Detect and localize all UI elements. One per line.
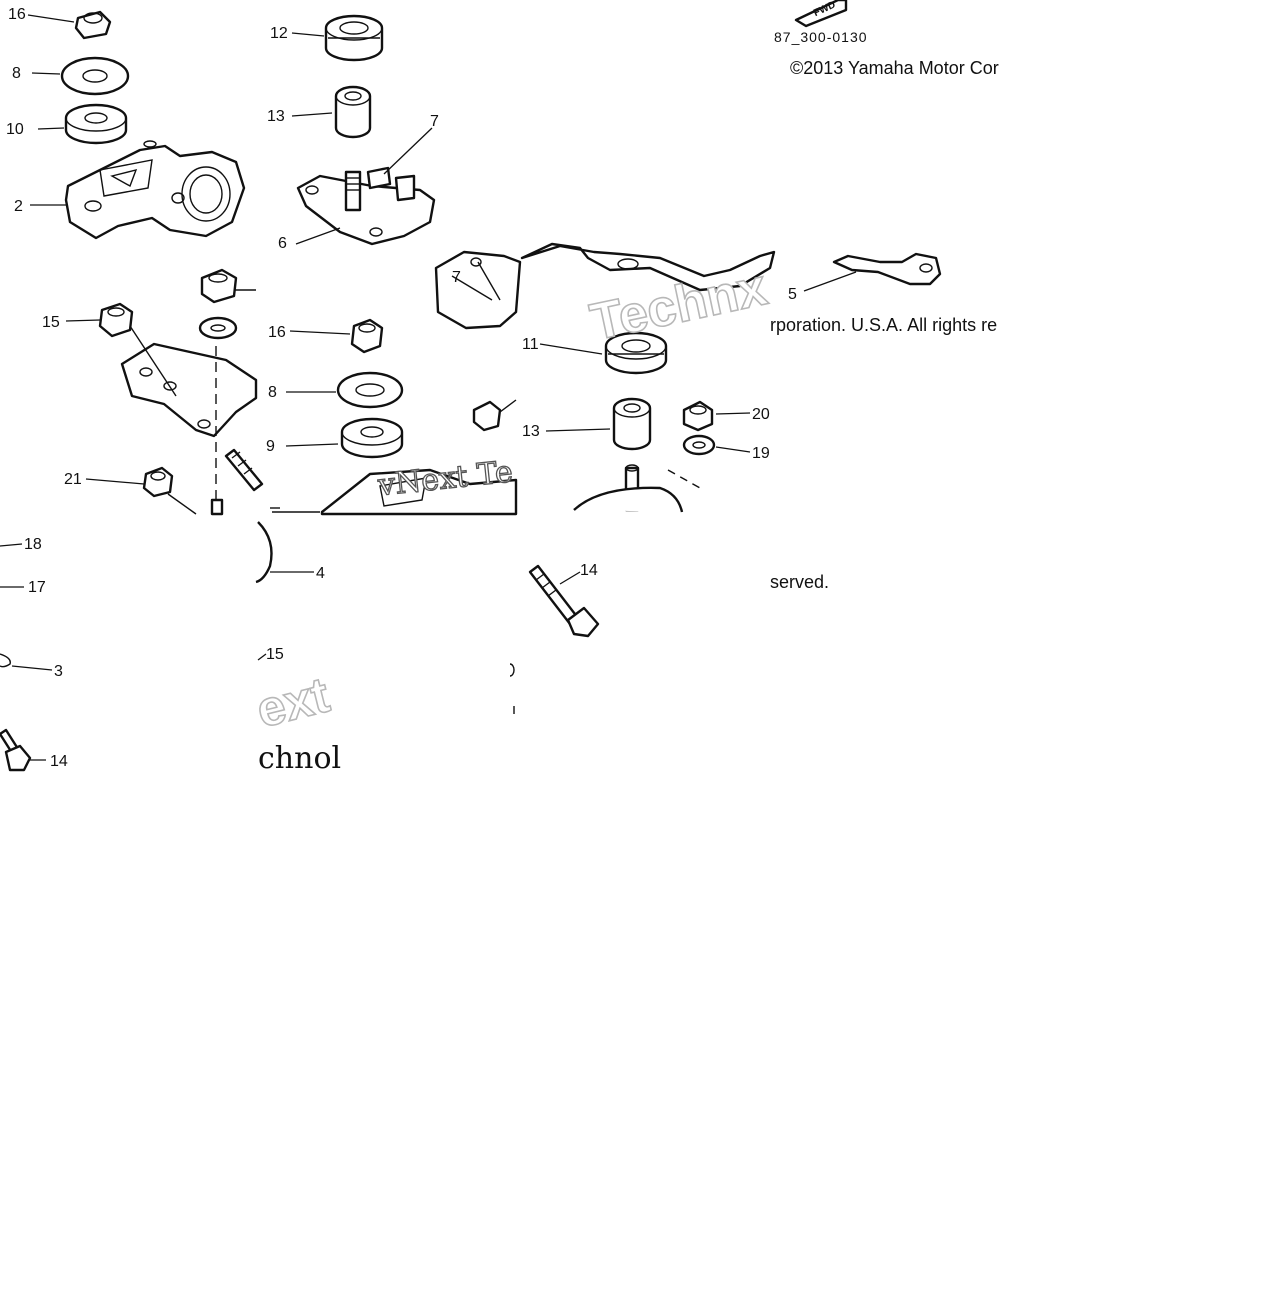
part-washer-8-middle bbox=[336, 371, 404, 409]
part-base-plate-middle bbox=[270, 468, 518, 516]
part-nut-middle-right bbox=[472, 399, 517, 432]
part-grommet-10 bbox=[64, 103, 128, 145]
callout-14-right: 14 bbox=[580, 562, 598, 579]
part-nut-16-top bbox=[74, 10, 112, 40]
copyright-line-1: ©2013 Yamaha Motor Cor bbox=[790, 58, 999, 78]
callout-20: 20 bbox=[752, 406, 770, 423]
part-collar-13-top bbox=[334, 85, 372, 139]
part-nut-stack-left bbox=[198, 268, 256, 340]
callout-9: 9 bbox=[266, 438, 275, 455]
part-nut-21 bbox=[142, 466, 174, 498]
part-collar-13-right bbox=[612, 397, 652, 451]
part-bracket-left bbox=[120, 325, 258, 438]
callout-15-middle: 15 bbox=[266, 646, 284, 663]
callout-3: 3 bbox=[54, 663, 63, 680]
part-nut-15 bbox=[98, 302, 134, 338]
callout-13: 13 bbox=[267, 108, 285, 125]
callout-6: 6 bbox=[278, 235, 287, 252]
part-bracket-2 bbox=[64, 140, 246, 240]
callout-8-middle: 8 bbox=[268, 384, 277, 401]
watermark-ext: ext bbox=[251, 666, 335, 738]
callout-7: 7 bbox=[430, 113, 439, 130]
part-housing-fragment bbox=[434, 250, 522, 330]
part-grommet-9 bbox=[340, 417, 404, 459]
part-nut-20 bbox=[682, 400, 714, 432]
part-grommet-11 bbox=[604, 331, 668, 375]
callout-8: 8 bbox=[12, 65, 21, 82]
callout-12: 12 bbox=[270, 25, 288, 42]
part-grommet-12 bbox=[324, 14, 384, 62]
part-housing-4 bbox=[255, 521, 273, 584]
part-plate-5 bbox=[832, 252, 942, 286]
callout-19: 19 bbox=[752, 445, 770, 462]
part-bolt-slanted bbox=[224, 448, 264, 492]
callout-13-right: 13 bbox=[522, 423, 540, 440]
copyright-line-3: served. bbox=[770, 572, 829, 592]
callout-21: 21 bbox=[64, 471, 82, 488]
callout-16: 16 bbox=[8, 6, 26, 23]
part-stud-right bbox=[573, 464, 701, 513]
callout-4: 4 bbox=[316, 565, 325, 582]
part-nut-16-middle bbox=[350, 318, 384, 354]
part-bolt-14-left bbox=[0, 728, 32, 772]
copyright-line-2: rporation. U.S.A. All rights re bbox=[770, 315, 997, 335]
callout-15: 15 bbox=[42, 314, 60, 331]
watermark-chnol: chnol bbox=[258, 741, 341, 776]
callout-2: 2 bbox=[14, 198, 23, 215]
callout-11: 11 bbox=[522, 336, 539, 353]
callout-10: 10 bbox=[6, 121, 24, 138]
part-stud-left bbox=[210, 498, 224, 516]
callout-18: 18 bbox=[24, 536, 42, 553]
callout-17: 17 bbox=[28, 579, 46, 596]
figure-code: 87_300-0130 bbox=[774, 29, 868, 45]
part-washer-8-top bbox=[60, 56, 130, 96]
callout-5: 5 bbox=[788, 286, 797, 303]
part-bracket-upper-right bbox=[520, 242, 776, 292]
part-washer-19 bbox=[682, 434, 716, 456]
callout-16-middle: 16 bbox=[268, 324, 286, 341]
callout-7-middle: 7 bbox=[452, 269, 461, 286]
fwd-arrow-icon: FWD bbox=[794, 0, 848, 28]
part-bolt-14-right bbox=[528, 564, 600, 638]
callout-14-left: 14 bbox=[50, 753, 68, 770]
part-plate-6 bbox=[296, 166, 436, 246]
